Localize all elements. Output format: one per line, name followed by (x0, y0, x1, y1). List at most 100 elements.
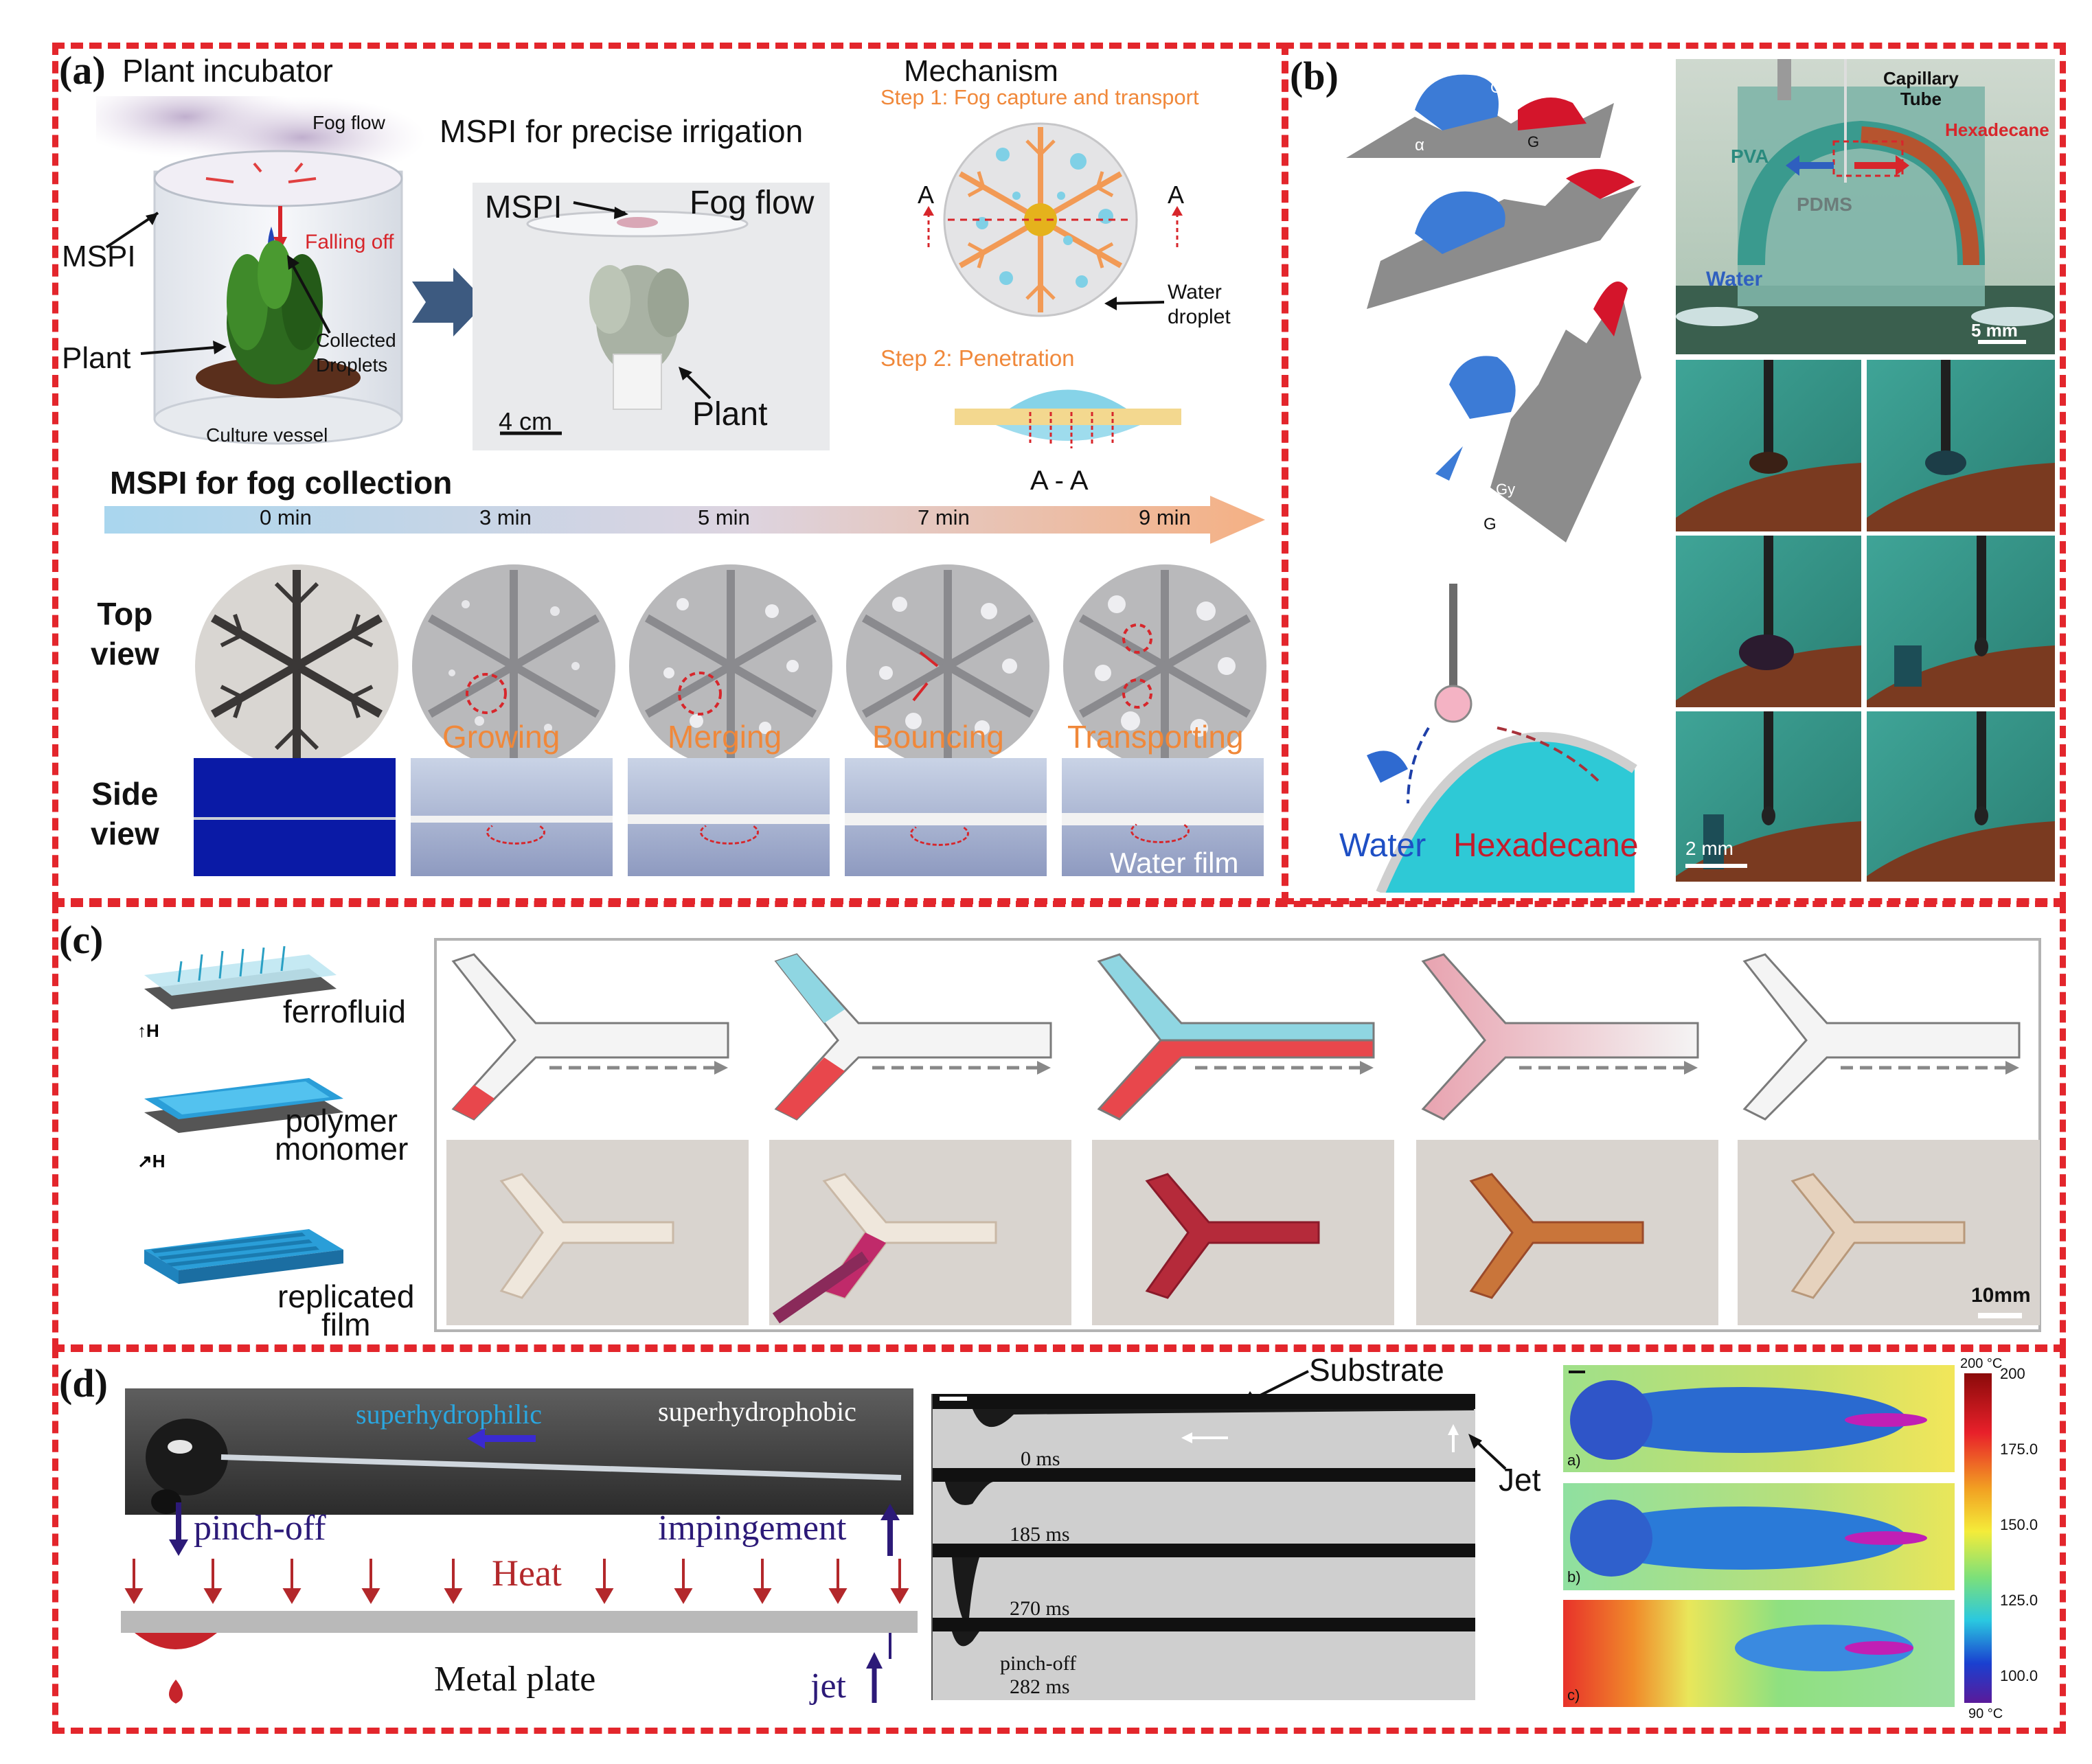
capillary-frame-6 (1867, 711, 2055, 882)
side-view-label: Side view (91, 776, 159, 851)
incubator-illustration (96, 96, 426, 445)
jet-label-right: Jet (1499, 1462, 1541, 1498)
gy-label-1: G (1490, 79, 1502, 96)
frame-185ms: 185 ms (1010, 1523, 1070, 1546)
gravity-y-label: Gy (1496, 481, 1516, 498)
mechanism-title: Mechanism (904, 54, 1058, 88)
water-label-b: Water (1339, 827, 1426, 864)
irrigation-scale-label: 4 cm (499, 407, 553, 435)
y-channel-5 (1742, 953, 2021, 1121)
panel-d-border (52, 1346, 2066, 1734)
section-label: A - A (1030, 466, 1089, 496)
stage-growing: Growing (442, 719, 560, 755)
photo-mspi-pointer (573, 201, 628, 219)
stage-transporting: Transporting (1067, 719, 1244, 755)
h-symbol-2: ↗H (137, 1151, 166, 1171)
scale-10mm-label: 10mm (1971, 1284, 2031, 1307)
irrigation-title: MSPI for precise irrigation (440, 113, 804, 149)
y-photo-4 (1416, 1140, 1718, 1325)
stage-bouncing: Bouncing (872, 719, 1004, 755)
ferrofluid-label: ferrofluid (283, 994, 406, 1029)
frame-270ms: 270 ms (1010, 1597, 1070, 1620)
y-channel-2 (774, 953, 1052, 1121)
metal-plate-diagram (121, 1611, 918, 1704)
scale-10mm-bar (1978, 1313, 2022, 1318)
superhydrophobic-label: superhydrophobic (658, 1396, 856, 1427)
water-droplet-pointer (1104, 297, 1165, 310)
panel-a-label: (a) (59, 48, 106, 93)
scale-2mm-label: 2 mm (1685, 838, 1733, 859)
axis-a-arrows (923, 206, 1183, 247)
time-4: 9 min (1139, 505, 1191, 529)
heat-arrows (124, 1559, 909, 1604)
hexadecane-label-b: Hexadecane (1453, 827, 1639, 864)
photo-plant-label: Plant (692, 396, 768, 433)
capillary-tube-label: Capillary Tube (1883, 68, 1959, 109)
frame-282ms: 282 ms (1010, 1675, 1070, 1698)
colorbar-bottom-label: 90 °C (1968, 1706, 2003, 1721)
mspi-pointer (105, 211, 159, 249)
impingement-arrow-icon (880, 1504, 900, 1556)
pinch-off-label: pinch-off (194, 1509, 326, 1548)
capillary-frame-1 (1676, 360, 1861, 531)
side-view-3 (845, 758, 1047, 876)
top-view-disc-4 (1063, 564, 1266, 768)
side-view-4 (1062, 758, 1264, 876)
capillary-frame-4 (1867, 536, 2055, 707)
side-view-2 (628, 758, 830, 876)
superhydrophilic-label: superhydrophilic (356, 1399, 543, 1430)
axis-a-right: A (1168, 181, 1185, 209)
jet-label: jet (810, 1666, 846, 1706)
scale-5mm-label: 5 mm (1971, 320, 2018, 341)
heat-label: Heat (492, 1553, 562, 1594)
y-photo-3 (1092, 1140, 1394, 1325)
top-view-disc-1 (412, 564, 615, 768)
colorbar-tick-150: 150.0 (2000, 1516, 2038, 1533)
colorbar-tick-125: 125.0 (2000, 1592, 2038, 1609)
alpha-label: α (1415, 136, 1424, 154)
top-view-disc-0 (195, 564, 398, 768)
y-photo-1 (446, 1140, 749, 1325)
pinch-off-arrow-icon (169, 1502, 188, 1556)
polymer-monomer-label: polymer monomer (275, 1103, 409, 1167)
water-photo-label: Water (1706, 268, 1763, 290)
thermal-label-b: b) (1567, 1568, 1581, 1585)
time-0: 0 min (260, 505, 312, 529)
scale-2mm-bar (1685, 864, 1747, 868)
replicated-film-label: replicated film (277, 1279, 415, 1343)
thermal-map-c (1563, 1600, 1955, 1707)
colorbar (1964, 1373, 1992, 1703)
thermal-map-a (1563, 1365, 1955, 1472)
frame-0ms: 0 ms (1021, 1447, 1060, 1470)
thermal-label-c: c) (1567, 1686, 1580, 1704)
incubator-title: Plant incubator (122, 53, 333, 89)
penetration-diagram (955, 389, 1181, 448)
channel-frame (434, 938, 2041, 1332)
plant-label: Plant (62, 341, 131, 375)
panel-d-label: (d) (59, 1361, 108, 1406)
top-view-disc-2 (629, 564, 832, 768)
timeline-arrow (104, 496, 1265, 544)
culture-vessel-label: Culture vessel (206, 424, 328, 446)
y-channel-1 (451, 953, 729, 1121)
water-film-label: Water film (1110, 847, 1239, 879)
gravity-label-3: G (1483, 515, 1497, 534)
colorbar-tick-200: 200 (2000, 1365, 2025, 1382)
thermal-label-a: a) (1567, 1452, 1581, 1469)
colorbar-top-label: 200 °C (1960, 1356, 2003, 1371)
jet-pointer (1468, 1434, 1507, 1470)
snowflake-diagram (943, 122, 1138, 317)
stage-merging: Merging (668, 719, 782, 755)
water-droplet-label: Water droplet (1168, 281, 1231, 328)
flow-direction-arrow-icon (467, 1428, 536, 1449)
droplet-pointer (287, 255, 331, 334)
colorbar-tick-100: 100.0 (2000, 1667, 2038, 1684)
y-photo-5 (1738, 1140, 2040, 1325)
gradient-tilt-diagrams: G (1346, 74, 1641, 893)
high-speed-frames (931, 1394, 1475, 1700)
irrigation-photo (473, 183, 830, 450)
hexadecane-photo-label: Hexadecane (1945, 119, 2049, 140)
plant-pointer (140, 341, 227, 355)
top-view-disc-3 (846, 564, 1049, 768)
